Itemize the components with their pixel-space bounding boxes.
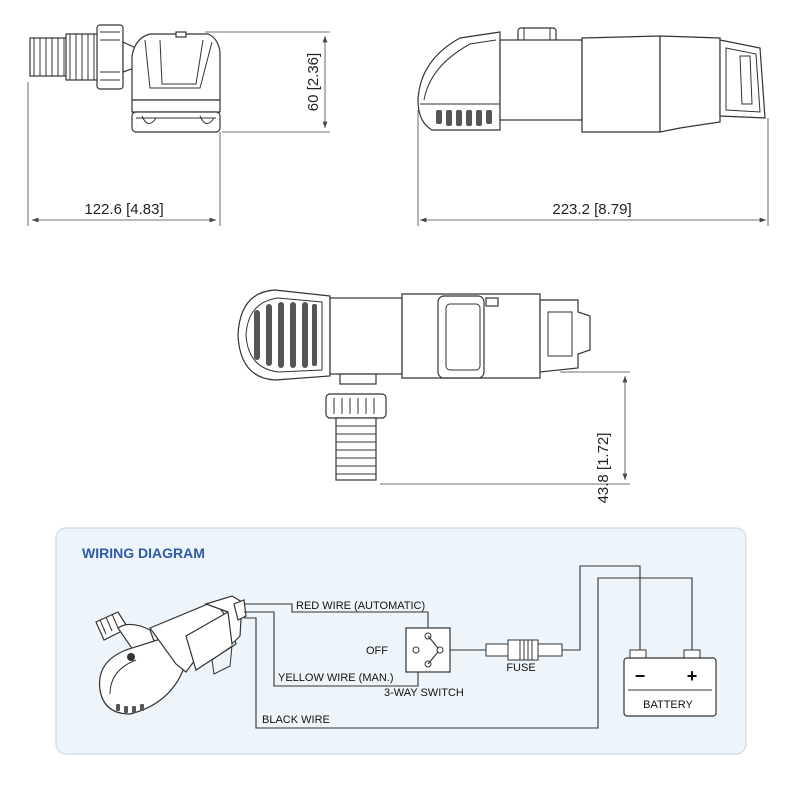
red-wire	[244, 603, 429, 630]
battery-negative-sign: −	[635, 666, 646, 686]
top-view-length-label: 223.2 [8.79]	[552, 201, 631, 218]
black-wire	[244, 577, 693, 729]
motor-body-bottom	[329, 297, 403, 375]
pump-illustration	[95, 595, 247, 715]
red-wire-label: RED WIRE (AUTOMATIC)	[296, 600, 425, 612]
hose-barb	[29, 33, 101, 81]
bottom-view-drawing: 43.8 [1.72]	[237, 289, 630, 504]
top-view-drawing: 223.2 [8.79]	[417, 27, 769, 226]
three-way-switch	[405, 627, 451, 673]
battery-positive-sign: +	[687, 666, 698, 686]
battery	[623, 649, 717, 717]
wiring-diagram-panel: WIRING DIAGRAM	[55, 527, 747, 755]
outlet-nut	[96, 24, 124, 90]
motor-body-top	[499, 35, 766, 133]
side-view-drawing: 122.6 [4.83] 60 [2.36]	[27, 24, 330, 226]
strainer-front	[237, 289, 331, 381]
bottom-outlet	[325, 373, 387, 481]
switch-label: 3-WAY SWITCH	[384, 687, 464, 699]
yellow-wire	[244, 611, 419, 687]
bottom-view-height-label: 43.8 [1.72]	[595, 433, 612, 504]
pump-housing-side	[131, 31, 221, 133]
battery-label: BATTERY	[643, 699, 693, 711]
black-wire-label: BLACK WIRE	[262, 714, 330, 726]
fuse-label: FUSE	[506, 662, 535, 674]
wiring-diagram-title: WIRING DIAGRAM	[82, 545, 205, 561]
pump-strainer-top	[417, 31, 501, 131]
off-label: OFF	[366, 645, 388, 657]
fuse	[485, 639, 563, 661]
switch-housing-bottom	[401, 293, 591, 379]
wiring-panel-background	[55, 527, 747, 755]
yellow-wire-label: YELLOW WIRE (MAN.)	[278, 672, 394, 684]
outlet-top	[517, 27, 557, 43]
side-view-width-label: 122.6 [4.83]	[84, 201, 163, 218]
side-view-height-label: 60 [2.36]	[305, 53, 322, 111]
wiring-lines	[244, 565, 693, 729]
